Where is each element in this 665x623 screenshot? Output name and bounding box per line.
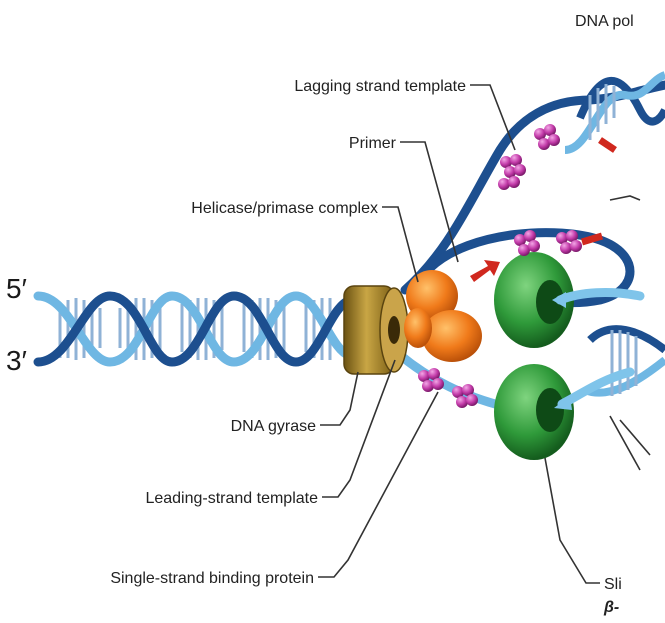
dna-gyrase-label: DNA gyrase bbox=[231, 418, 316, 435]
three-prime-end-label: 3′ bbox=[6, 345, 27, 376]
dna-polymerase-lower bbox=[494, 364, 630, 460]
dna-gyrase bbox=[344, 286, 408, 374]
single-strand-binding-protein-label: Single-strand binding protein bbox=[110, 570, 314, 587]
dna-polymerase-upper bbox=[494, 252, 640, 348]
sliding-clamp-label: Sli bbox=[604, 576, 622, 593]
helicase-primase-complex bbox=[404, 270, 482, 362]
five-prime-end-label: 5′ bbox=[6, 273, 27, 304]
primer-segment-upper bbox=[600, 140, 615, 150]
helicase-primase-label: Helicase/primase complex bbox=[191, 200, 378, 217]
primer-label: Primer bbox=[349, 135, 397, 152]
dna-polymerase-label: DNA pol bbox=[575, 13, 634, 30]
leading-strand-template-label: Leading-strand template bbox=[145, 490, 318, 507]
beta-subunit-label: β- bbox=[603, 599, 619, 616]
primer-arrow bbox=[470, 260, 500, 282]
lagging-strand-template-label: Lagging strand template bbox=[294, 78, 466, 95]
parental-dna-helix bbox=[38, 296, 350, 362]
